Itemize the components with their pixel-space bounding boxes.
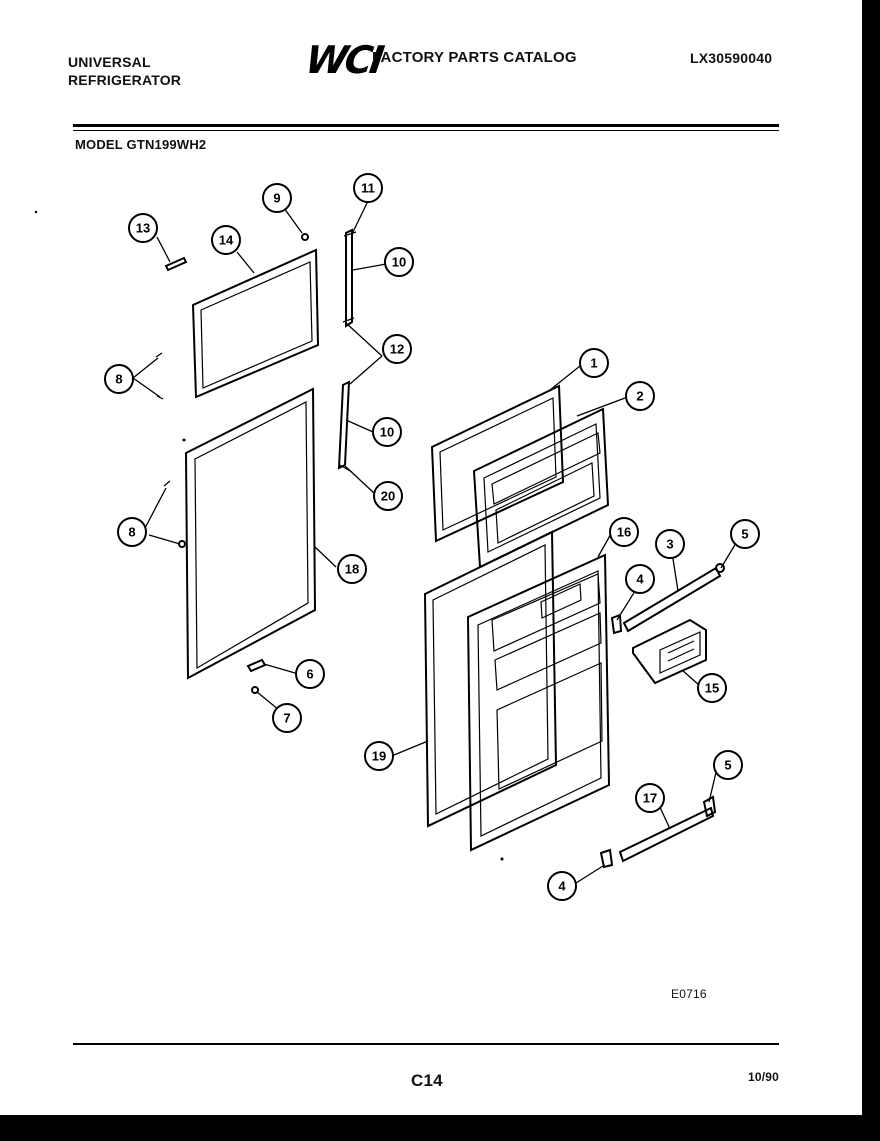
svg-text:12: 12: [390, 342, 404, 357]
callout-12: 12: [382, 334, 412, 364]
part-8-upper-screws: [155, 352, 164, 400]
scan-specks: [34, 210, 504, 861]
svg-text:10: 10: [392, 255, 406, 270]
callout-6: 6: [295, 659, 325, 689]
header-rule-thin: [73, 130, 779, 131]
callout-5-upper: 5: [730, 519, 760, 549]
callout-14: 14: [211, 225, 241, 255]
svg-text:5: 5: [724, 758, 731, 773]
upper-hinge-assembly: [342, 228, 357, 328]
model-number: MODEL GTN199WH2: [75, 137, 207, 152]
part-19-gasket: [423, 530, 558, 828]
brand-line-1: UNIVERSAL: [68, 54, 151, 70]
callout-4-upper: 4: [625, 564, 655, 594]
brand-name: UNIVERSAL REFRIGERATOR: [68, 53, 181, 89]
catalog-page: UNIVERSAL REFRIGERATOR WCI FACTORY PARTS…: [0, 0, 862, 1115]
callout-8-upper: 8: [104, 364, 134, 394]
svg-text:19: 19: [372, 749, 386, 764]
revision-date: 10/90: [748, 1070, 780, 1084]
svg-text:6: 6: [306, 667, 313, 682]
catalog-title: FACTORY PARTS CATALOG: [372, 49, 577, 66]
callout-13: 13: [128, 213, 158, 243]
svg-text:4: 4: [636, 572, 644, 587]
svg-text:9: 9: [273, 191, 280, 206]
svg-text:8: 8: [128, 525, 135, 540]
callout-10-lower: 10: [372, 417, 402, 447]
svg-text:4: 4: [558, 879, 566, 894]
callout-7: 7: [272, 703, 302, 733]
lower-hinge-assembly: [337, 380, 353, 473]
leader-lines: [132, 200, 740, 884]
svg-text:2: 2: [636, 389, 643, 404]
part-7-screw: [251, 686, 259, 694]
catalog-number: LX30590040: [690, 50, 773, 66]
callout-11: 11: [353, 173, 383, 203]
callout-15: 15: [697, 673, 727, 703]
part-18-fresh-food-gasket: [184, 387, 317, 680]
svg-text:16: 16: [617, 525, 631, 540]
svg-text:17: 17: [643, 791, 657, 806]
svg-text:3: 3: [666, 537, 673, 552]
part-13-trim: [164, 256, 188, 272]
svg-text:15: 15: [705, 681, 719, 696]
callout-5-lower: 5: [713, 750, 743, 780]
callout-18: 18: [337, 554, 367, 584]
part-16-fresh-food-door-liner: [466, 553, 611, 852]
svg-text:5: 5: [741, 527, 748, 542]
svg-text:11: 11: [361, 181, 375, 196]
part-2-freezer-door-liner: [472, 407, 610, 569]
part-3-shelf-bar: [622, 566, 722, 633]
part-4-end-cap-upper: [610, 613, 623, 635]
part-15-dairy-compartment: [632, 618, 707, 685]
callout-19: 19: [364, 741, 394, 771]
callout-10-upper: 10: [384, 247, 414, 277]
drawing-code: E0716: [671, 987, 707, 1001]
svg-text:20: 20: [381, 489, 395, 504]
page-number: C14: [411, 1071, 443, 1090]
svg-text:14: 14: [219, 233, 234, 248]
callout-3: 3: [655, 529, 685, 559]
header-rule: [73, 124, 779, 127]
brand-line-2: REFRIGERATOR: [68, 72, 182, 88]
svg-text:7: 7: [283, 711, 290, 726]
part-4-end-cap-lower: [599, 848, 614, 869]
part-9-screw: [301, 233, 309, 241]
callout-2: 2: [625, 381, 655, 411]
svg-text:10: 10: [380, 425, 394, 440]
callout-1: 1: [579, 348, 609, 378]
callout-20: 20: [373, 481, 403, 511]
callout-8-lower: 8: [117, 517, 147, 547]
part-6-stop: [246, 658, 267, 673]
svg-text:18: 18: [345, 562, 359, 577]
exploded-parts-diagram: 13 14 9 11 10 12 8 10 20 8 18 6 7 1 2 16…: [34, 173, 760, 901]
callout-16: 16: [609, 517, 639, 547]
part-5-cap-upper: [715, 563, 725, 573]
part-17-shelf-bar: [618, 806, 715, 863]
callout-17: 17: [635, 783, 665, 813]
svg-text:1: 1: [590, 356, 597, 371]
svg-text:8: 8: [115, 372, 122, 387]
callout-4-lower: 4: [547, 871, 577, 901]
callout-9: 9: [262, 183, 292, 213]
footer-rule: [73, 1043, 779, 1045]
svg-text:13: 13: [136, 221, 150, 236]
part-14-freezer-gasket: [191, 248, 320, 399]
part-8-lower-screws: [163, 480, 186, 548]
part-1-gasket: [430, 384, 565, 543]
